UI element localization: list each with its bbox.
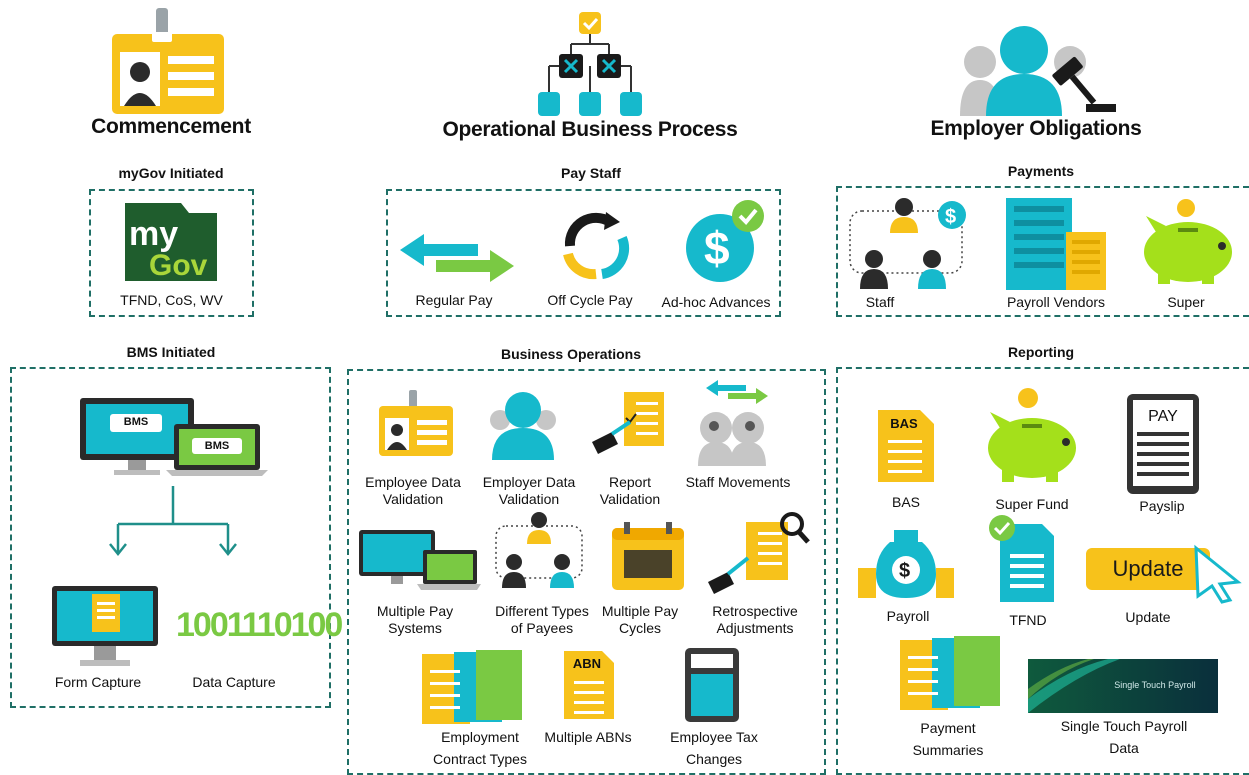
staff-movements-icon xyxy=(698,380,768,466)
business-op-item: Different Types of Payees xyxy=(495,603,589,636)
bms-screen-label: BMS xyxy=(123,416,149,428)
process-flow-icon xyxy=(538,12,642,116)
update-button[interactable]: Update xyxy=(1086,548,1210,590)
super-piggy-icon xyxy=(1144,199,1232,284)
report-validation-icon xyxy=(592,392,664,454)
reporting-item: Update xyxy=(1125,609,1171,625)
binary-data-icon: 1001110100 xyxy=(176,606,343,644)
mygov-logo-line1: my xyxy=(129,215,178,253)
business-operations-title: Business Operations xyxy=(500,346,642,362)
payments-box xyxy=(836,186,1249,317)
reporting-item: TFND xyxy=(1009,612,1047,628)
contract-types-icon xyxy=(422,650,522,724)
payments-item: Super xyxy=(1167,294,1205,310)
bms-laptop-label: BMS xyxy=(204,440,230,452)
employer-gavel-icon xyxy=(960,26,1116,116)
reporting-box xyxy=(836,367,1249,775)
reporting-item: Payment Summaries xyxy=(912,720,984,758)
pay-staff-title: Pay Staff xyxy=(561,165,621,181)
reporting-title: Reporting xyxy=(1007,344,1075,360)
stp-banner-text: Single Touch Payroll xyxy=(1114,680,1196,690)
payslip-tablet-icon xyxy=(1127,394,1199,494)
bas-document-icon xyxy=(878,410,934,482)
reporting-item: BAS xyxy=(891,494,920,510)
reporting-item: Payslip xyxy=(1139,498,1185,514)
mygov-title: myGov Initiated xyxy=(118,165,224,181)
retrospective-icon xyxy=(708,512,810,594)
abn-document-icon xyxy=(564,651,614,719)
business-op-item: Staff Movements xyxy=(685,474,791,490)
business-op-item: Multiple Pay Systems xyxy=(376,603,454,636)
pay-staff-item: Regular Pay xyxy=(415,292,493,308)
abn-label: ABN xyxy=(572,656,602,671)
svg-text:$: $ xyxy=(945,206,956,228)
reporting-item: Super Fund xyxy=(995,496,1069,512)
payee-types-icon xyxy=(495,512,583,588)
pay-label: PAY xyxy=(1148,408,1178,425)
ad-hoc-dollar-icon: $ xyxy=(686,200,764,282)
employer-title: Employer Obligations xyxy=(930,117,1142,140)
bms-devices-icon xyxy=(80,398,268,476)
stp-banner-image xyxy=(1028,659,1218,713)
id-badge-icon xyxy=(112,8,224,114)
tfnd-document-icon xyxy=(989,515,1054,602)
regular-pay-arrows-icon xyxy=(400,234,514,282)
bms-title: BMS Initiated xyxy=(126,344,216,360)
mygov-logo: my Gov xyxy=(125,203,217,282)
payments-title: Payments xyxy=(1007,163,1075,179)
svg-text:$: $ xyxy=(899,560,910,582)
payment-summaries-icon xyxy=(900,636,1000,710)
pay-staff-item: Ad-hoc Advances xyxy=(661,294,771,310)
business-operations-box xyxy=(347,369,826,775)
bms-item: Data Capture xyxy=(192,674,276,690)
commencement-title: Commencement xyxy=(91,115,251,138)
staff-payment-icon: $ xyxy=(849,198,966,289)
reporting-item: Single Touch Payroll Data xyxy=(1060,718,1188,756)
branch-arrows xyxy=(109,486,237,557)
business-op-item: Employee Data Validation xyxy=(365,474,461,507)
business-op-item: Multiple Pay Cycles xyxy=(601,603,679,636)
payments-item: Payroll Vendors xyxy=(1006,294,1106,310)
calculator-icon xyxy=(685,648,739,722)
business-op-item: Employer Data Validation xyxy=(482,474,576,507)
mygov-caption: TFND, CoS, WV xyxy=(120,292,223,308)
employer-person-icon xyxy=(490,392,556,460)
mygov-box xyxy=(89,189,254,317)
reporting-item: Payroll xyxy=(886,608,930,624)
cursor-icon xyxy=(1194,544,1242,604)
business-op-item: Retrospective Adjustments xyxy=(712,603,798,636)
pay-staff-item: Off Cycle Pay xyxy=(547,292,633,308)
payroll-vendors-building-icon xyxy=(1006,198,1106,290)
operational-title: Operational Business Process xyxy=(442,118,738,141)
payments-item: Staff xyxy=(865,294,895,310)
pay-staff-box xyxy=(386,189,781,317)
employee-badge-icon xyxy=(379,390,453,456)
bms-box xyxy=(10,367,331,708)
calendar-icon xyxy=(612,522,684,590)
business-op-item: Report Validation xyxy=(599,474,661,507)
payroll-money-bag-icon: $ xyxy=(858,530,954,598)
off-cycle-icon xyxy=(563,212,630,280)
business-op-item: Employee Tax Changes xyxy=(670,729,758,767)
super-fund-piggy-icon xyxy=(988,388,1076,482)
mygov-logo-line2: Gov xyxy=(149,249,208,282)
bas-label: BAS xyxy=(890,416,918,431)
form-capture-icon xyxy=(52,586,158,666)
bms-item: Form Capture xyxy=(54,674,142,690)
svg-text:$: $ xyxy=(704,222,730,274)
multiple-systems-icon xyxy=(359,530,481,590)
business-op-item: Employment Contract Types xyxy=(433,729,527,767)
business-op-item: Multiple ABNs xyxy=(544,729,632,745)
